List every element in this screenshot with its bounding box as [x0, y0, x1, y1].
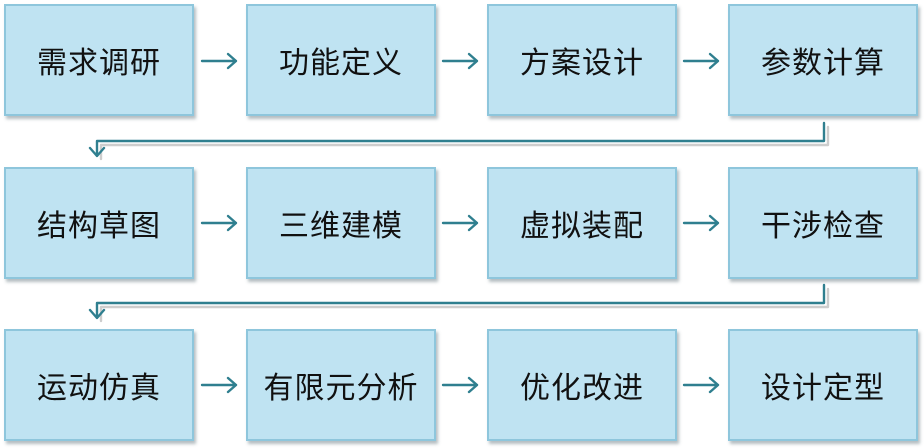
connector-shadows	[99, 125, 830, 323]
step-label: 三维建模	[279, 209, 403, 244]
step-box-interference-check: 干涉检查	[728, 167, 918, 279]
step-box-optimization: 优化改进	[487, 329, 677, 441]
step-box-structure-sketch: 结构草图	[4, 167, 194, 279]
arrow-right-icon	[441, 214, 479, 232]
step-box-motion-simulation: 运动仿真	[4, 329, 194, 441]
arrow-right-icon	[200, 52, 238, 70]
step-box-parameter-calculation: 参数计算	[728, 4, 918, 116]
step-label: 运动仿真	[37, 371, 161, 406]
step-box-virtual-assembly: 虚拟装配	[487, 167, 677, 279]
step-box-design-finalization: 设计定型	[728, 329, 918, 441]
arrow-right-icon	[441, 376, 479, 394]
arrow-right-icon	[682, 52, 720, 70]
step-label: 有限元分析	[263, 371, 419, 406]
step-label: 设计定型	[761, 371, 885, 406]
arrow-right-icon	[441, 52, 479, 70]
step-label: 干涉检查	[761, 209, 885, 244]
step-label: 功能定义	[279, 46, 403, 81]
step-box-requirements-research: 需求调研	[4, 4, 194, 116]
arrow-right-icon	[200, 376, 238, 394]
step-box-3d-modeling: 三维建模	[246, 167, 436, 279]
arrow-right-icon	[682, 214, 720, 232]
step-box-scheme-design: 方案设计	[487, 4, 677, 116]
arrow-down-left-connector-icon	[88, 121, 826, 158]
arrow-down-left-connector-icon	[88, 283, 826, 320]
step-label: 方案设计	[520, 46, 644, 81]
step-label: 需求调研	[37, 46, 161, 81]
step-label: 结构草图	[37, 209, 161, 244]
step-box-finite-element-analysis: 有限元分析	[246, 329, 436, 441]
arrow-right-icon	[200, 214, 238, 232]
step-label: 参数计算	[761, 46, 885, 81]
arrow-right-icon	[682, 376, 720, 394]
step-label: 优化改进	[520, 371, 644, 406]
step-label: 虚拟装配	[520, 209, 644, 244]
step-box-function-definition: 功能定义	[246, 4, 436, 116]
